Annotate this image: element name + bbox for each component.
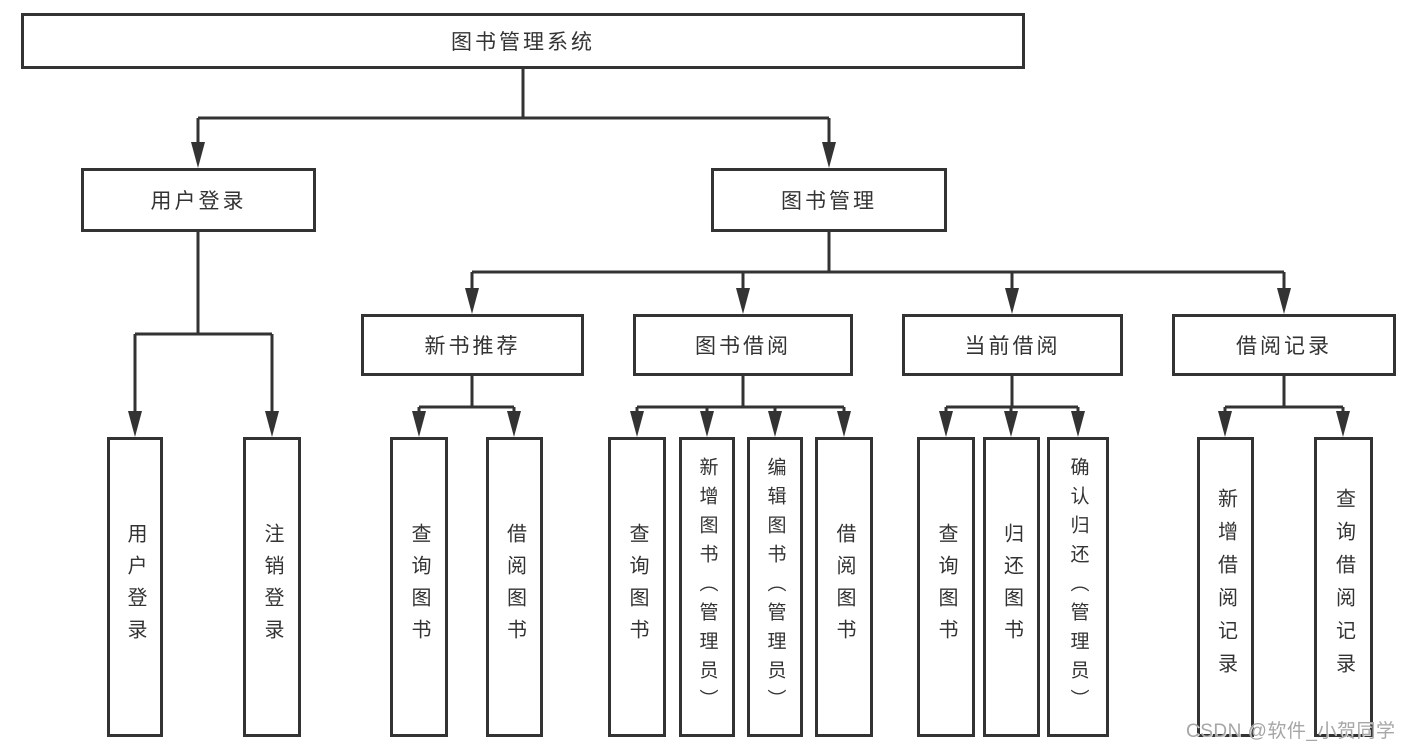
leaf-logout: 注销登录 (243, 437, 301, 737)
leaf-user-login: 用户登录 (107, 437, 163, 737)
node-user-login: 用户登录 (81, 168, 316, 232)
leaf-query-books-current: 查询图书 (917, 437, 975, 737)
node-library-system: 图书管理系统 (21, 13, 1025, 69)
leaf-add-book-admin: 新增图书（管理员） (679, 437, 735, 737)
leaf-add-borrow-record: 新增借阅记录 (1197, 437, 1254, 737)
arrowheads (128, 142, 1350, 437)
node-book-borrowing: 图书借阅 (633, 314, 853, 376)
node-book-management: 图书管理 (711, 168, 947, 232)
leaf-query-books-recommend: 查询图书 (390, 437, 448, 737)
leaf-edit-book-admin: 编辑图书（管理员） (747, 437, 803, 737)
watermark: CSDN @软件_小贺同学 (1186, 721, 1396, 742)
leaf-borrow-books-borrowing: 借阅图书 (815, 437, 873, 737)
node-new-book-recommendation: 新书推荐 (361, 314, 584, 376)
leaf-confirm-return-admin: 确认归还（管理员） (1047, 437, 1109, 737)
node-current-borrowing: 当前借阅 (902, 314, 1123, 376)
leaf-return-books: 归还图书 (983, 437, 1040, 737)
leaf-borrow-books-recommend: 借阅图书 (486, 437, 543, 737)
node-borrowing-records: 借阅记录 (1172, 314, 1396, 376)
leaf-query-books-borrowing: 查询图书 (608, 437, 666, 737)
leaf-query-borrow-record: 查询借阅记录 (1314, 437, 1373, 737)
